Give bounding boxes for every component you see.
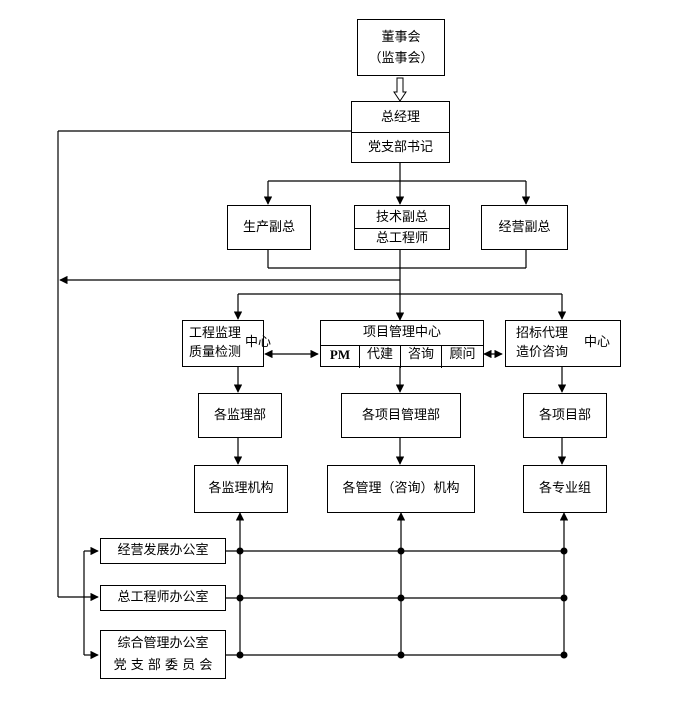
project-dept-label: 各项目管理部 (361, 408, 440, 423)
chief-engineer-office-label: 总工程师办公室 (117, 590, 209, 605)
tech-vp-line1: 技术副总 (375, 210, 428, 225)
supervision-dept-label: 各监理部 (213, 408, 266, 423)
gm-line1: 总经理 (380, 110, 420, 125)
service-pm: PM (321, 346, 360, 368)
service-guwen: 顾问 (449, 347, 476, 362)
specialty-group-box: 各专业组 (523, 465, 607, 513)
general-admin-office-line2: 党 支 部 委 员 会 (113, 658, 213, 673)
supervision-org-label: 各监理机构 (208, 481, 274, 496)
business-dev-office-label: 经营发展办公室 (117, 543, 209, 558)
business-vp-label: 经营副总 (498, 220, 551, 235)
bidding-center-line2: 造价咨询 (516, 345, 569, 360)
bidding-center-box: 招标代理 造价咨询 中心 (505, 320, 621, 367)
business-vp-box: 经营副总 (481, 205, 568, 250)
supervision-center-line1: 工程监理 (189, 326, 242, 341)
general-manager-box: 总经理 党支部书记 (351, 101, 450, 163)
hollow-arrow (393, 77, 407, 102)
mgmt-org-box: 各管理（咨询）机构 (327, 465, 475, 513)
chief-engineer-office-box: 总工程师办公室 (100, 585, 226, 611)
business-dev-office-box: 经营发展办公室 (100, 538, 226, 564)
general-admin-office-line1: 综合管理办公室 (117, 636, 209, 651)
supervision-center-suffix: 中心 (245, 335, 272, 350)
supervision-org-box: 各监理机构 (194, 465, 288, 513)
mgmt-org-label: 各管理（咨询）机构 (342, 481, 460, 496)
board-line2: （监事会） (368, 51, 434, 66)
supervision-center-line2: 质量检测 (189, 345, 242, 360)
project-mgmt-center-box: 项目管理中心 PM 代建 咨询 顾问 (320, 320, 484, 368)
gm-line2: 党支部书记 (367, 140, 433, 155)
divider (355, 228, 449, 229)
service-row: PM 代建 咨询 顾问 (321, 345, 483, 368)
specialty-group-label: 各专业组 (538, 481, 591, 496)
production-vp-label: 生产副总 (242, 220, 295, 235)
project-office-box: 各项目部 (523, 393, 607, 438)
bidding-center-line1: 招标代理 (516, 326, 569, 341)
service-zixun: 咨询 (401, 346, 442, 368)
production-vp-box: 生产副总 (227, 205, 311, 250)
divider (352, 132, 449, 133)
tech-vp-line2: 总工程师 (375, 231, 428, 246)
tech-vp-box: 技术副总 总工程师 (354, 205, 450, 250)
supervision-dept-box: 各监理部 (198, 393, 282, 438)
bidding-center-suffix: 中心 (584, 335, 611, 350)
project-office-label: 各项目部 (538, 408, 591, 423)
general-admin-office-box: 综合管理办公室 党 支 部 委 员 会 (100, 630, 226, 679)
junction-dots (236, 547, 568, 659)
board-line1: 董事会 (381, 30, 421, 45)
board-box: 董事会 （监事会） (357, 19, 445, 76)
project-dept-box: 各项目管理部 (341, 393, 461, 438)
supervision-center-box: 工程监理 质量检测 中心 (182, 320, 271, 367)
service-daijian: 代建 (360, 346, 401, 368)
project-mgmt-center-title: 项目管理中心 (362, 325, 441, 340)
